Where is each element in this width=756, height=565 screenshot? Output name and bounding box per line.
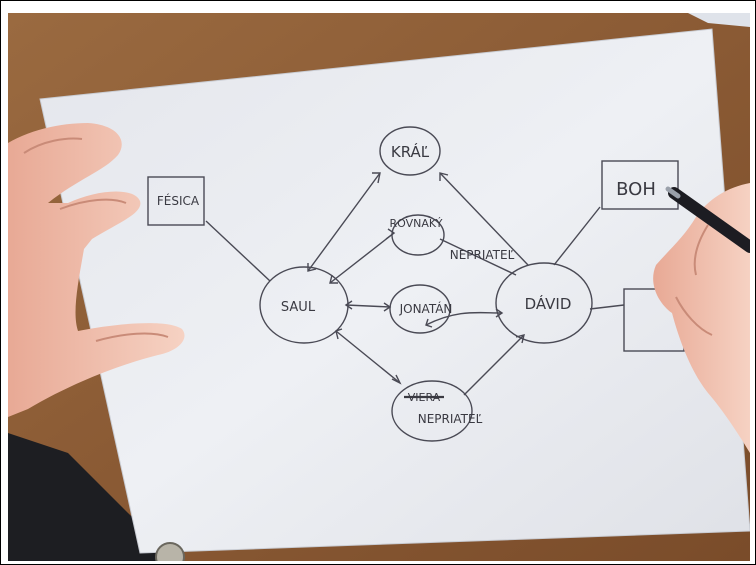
- equal-enemy-node: [391, 214, 445, 256]
- enemy-node: [391, 380, 473, 442]
- jonathan-label: JONATÁN: [399, 301, 453, 316]
- photo: KRÁĽ ROVNAKÝ NEPRIATEĽ SAUL JONATÁN DÁVI…: [8, 13, 750, 561]
- king-label: KRÁĽ: [391, 142, 430, 161]
- david-node: [495, 262, 593, 344]
- left-hand: [8, 123, 185, 417]
- god-box: [601, 160, 679, 210]
- king-node: [379, 126, 441, 176]
- paper-corner-top-right: [688, 13, 750, 27]
- david-label: DÁVID: [525, 294, 572, 313]
- right-hand: [653, 183, 750, 453]
- equal-enemy-label-1: ROVNAKÝ: [390, 217, 443, 230]
- god-label: BOH: [616, 179, 656, 200]
- left-box: [147, 176, 205, 226]
- jonathan-node: [389, 284, 451, 334]
- equal-enemy-label-2: NEPRIATEĽ: [450, 248, 515, 262]
- left-box-label: FÉSICA: [157, 193, 200, 208]
- saul-node: [259, 266, 349, 344]
- diagram-connectors: [205, 172, 625, 396]
- saul-label: SAUL: [281, 300, 316, 315]
- round-object: [155, 542, 185, 561]
- enemy-label: NEPRIATEĽ: [418, 412, 483, 426]
- pen: [665, 186, 750, 253]
- paper-sheet: [39, 28, 750, 554]
